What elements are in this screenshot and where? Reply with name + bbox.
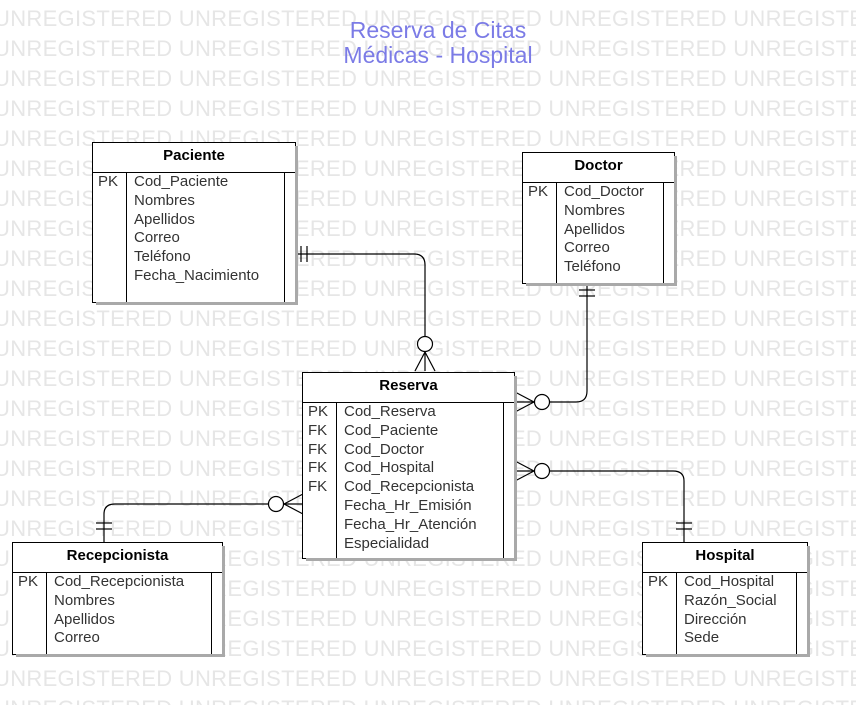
entity-hospital-header: Hospital <box>643 543 807 573</box>
entity-hospital-keys: PK <box>643 573 677 654</box>
attribute-cod-hospital: Cod_Hospital <box>684 573 775 590</box>
entity-reserva[interactable]: Reserva PK FK FK FK FK Cod_Reserva Cod_P… <box>302 372 517 561</box>
entity-paciente-keys: PK <box>93 173 127 302</box>
key-cell: FK <box>308 459 328 477</box>
attribute-correo: Correo <box>564 239 610 257</box>
key-cell: PK <box>98 173 119 190</box>
attribute-razon-social: Razón_Social <box>684 591 777 609</box>
attribute-fecha-hr-atencion: Fecha_Hr_Atención <box>344 515 477 533</box>
watermark-line: UNREGISTERED UNREGISTERED UNREGISTERED U… <box>0 666 856 691</box>
connector-paciente-reserva <box>296 246 436 372</box>
entity-reserva-keys: PK FK FK FK FK <box>303 403 337 558</box>
entity-recepcionista-header: Recepcionista <box>13 543 222 573</box>
key-cell: FK <box>308 421 328 439</box>
attribute-especialidad: Especialidad <box>344 534 430 552</box>
attribute-direccion: Dirección <box>684 610 747 628</box>
entity-recepcionista-divider <box>211 573 212 654</box>
attribute-cod-recepcionista: Cod_Recepcionista <box>54 573 185 590</box>
entity-reserva-divider <box>503 403 504 558</box>
attribute-sede: Sede <box>684 629 720 647</box>
diagram-title: Reserva de Citas Médicas - Hospital <box>300 18 576 68</box>
diagram-title-line1: Reserva de Citas <box>349 17 527 43</box>
watermark-line: UNREGISTERED UNREGISTERED UNREGISTERED U… <box>0 66 856 91</box>
entity-doctor-divider <box>663 183 664 283</box>
entity-recepcionista-attributes: Cod_Recepcionista Nombres Apellidos Corr… <box>54 573 184 648</box>
entity-paciente-attributes: Cod_Paciente Nombres Apellidos Correo Te… <box>134 173 259 286</box>
attribute-cod-reserva: Cod_Reserva <box>344 403 436 420</box>
entity-hospital-divider <box>796 573 797 654</box>
entity-recepcionista[interactable]: Recepcionista PK Cod_Recepcionista Nombr… <box>12 542 225 657</box>
entity-hospital-attributes: Cod_Hospital Razón_Social Dirección Sede <box>684 573 777 648</box>
attribute-apellidos: Apellidos <box>564 220 625 238</box>
entity-recepcionista-keys: PK <box>13 573 47 654</box>
watermark-line: UNREGISTERED UNREGISTERED UNREGISTERED U… <box>0 698 856 705</box>
entity-paciente[interactable]: Paciente PK Cod_Paciente Nombres Apellid… <box>92 142 298 305</box>
key-cell: PK <box>18 573 39 590</box>
entity-reserva-attributes: Cod_Reserva Cod_Paciente Cod_Doctor Cod_… <box>344 403 477 553</box>
entity-hospital[interactable]: Hospital PK Cod_Hospital Razón_Social Di… <box>642 542 810 657</box>
connector-recepcionista-reserva <box>96 493 304 542</box>
key-cell: PK <box>528 183 549 200</box>
attribute-telefono: Teléfono <box>564 258 621 276</box>
watermark-line: UNREGISTERED UNREGISTERED UNREGISTERED U… <box>0 6 856 31</box>
connector-doctor-reserva <box>514 284 595 413</box>
attribute-nombres: Nombres <box>564 201 625 219</box>
key-cell: PK <box>648 573 669 590</box>
attribute-cod-paciente: Cod_Paciente <box>134 173 229 190</box>
attribute-fecha-nacimiento: Fecha_Nacimiento <box>134 266 260 284</box>
entity-reserva-header: Reserva <box>303 373 514 403</box>
attribute-apellidos: Apellidos <box>54 610 115 628</box>
connector-hospital-reserva <box>514 460 692 542</box>
entity-doctor-header: Doctor <box>523 153 674 183</box>
attribute-cod-doctor: Cod_Doctor <box>344 440 425 458</box>
entity-doctor[interactable]: Doctor PK Cod_Doctor Nombres Apellidos C… <box>522 152 677 286</box>
attribute-correo: Correo <box>134 229 180 247</box>
diagram-title-line2: Médicas - Hospital <box>343 42 533 68</box>
entity-doctor-attributes: Cod_Doctor Nombres Apellidos Correo Telé… <box>564 183 644 277</box>
entity-paciente-divider <box>284 173 285 302</box>
attribute-cod-paciente: Cod_Paciente <box>344 421 439 439</box>
watermark-line: UNREGISTERED UNREGISTERED UNREGISTERED U… <box>0 36 856 61</box>
attribute-nombres: Nombres <box>134 191 195 209</box>
key-cell: FK <box>308 478 328 496</box>
attribute-cod-doctor: Cod_Doctor <box>564 183 645 200</box>
key-cell: FK <box>308 440 328 458</box>
entity-doctor-keys: PK <box>523 183 557 283</box>
attribute-apellidos: Apellidos <box>134 210 195 228</box>
attribute-nombres: Nombres <box>54 591 115 609</box>
attribute-telefono: Teléfono <box>134 248 191 266</box>
key-cell: PK <box>308 403 329 420</box>
entity-paciente-header: Paciente <box>93 143 295 173</box>
attribute-correo: Correo <box>54 629 100 647</box>
attribute-cod-recepcionista: Cod_Recepcionista <box>344 478 475 496</box>
attribute-cod-hospital: Cod_Hospital <box>344 459 435 477</box>
attribute-fecha-hr-emision: Fecha_Hr_Emisión <box>344 496 472 514</box>
watermark-line: UNREGISTERED UNREGISTERED UNREGISTERED U… <box>0 96 856 121</box>
watermark-line: UNREGISTERED UNREGISTERED UNREGISTERED U… <box>0 306 856 331</box>
